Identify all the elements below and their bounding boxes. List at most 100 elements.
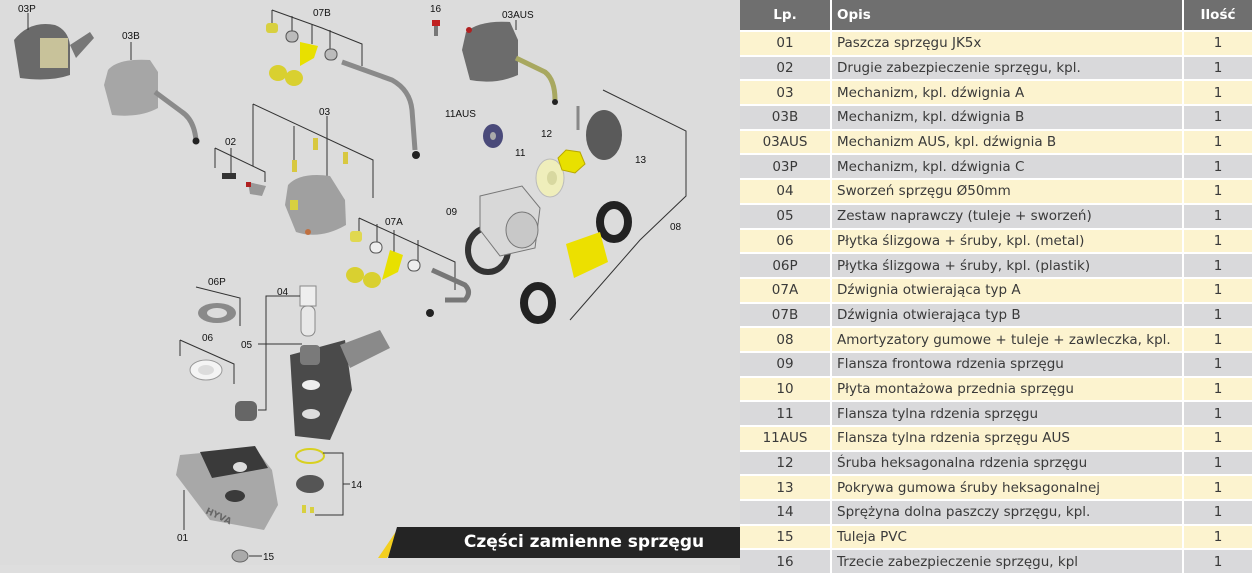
- part-15: [231, 549, 262, 563]
- cell-opis: Trzecie zabezpieczenie sprzęgu, kpl: [831, 548, 1184, 573]
- cell-opis: Flansza tylna rdzenia sprzęgu: [831, 400, 1184, 426]
- cell-opis: Zestaw naprawczy (tuleje + sworzeń): [831, 202, 1184, 229]
- cell-opis: Dźwignia otwierająca typ B: [831, 301, 1184, 328]
- cell-opis: Śruba heksagonalna rdzenia sprzęgu: [831, 449, 1184, 476]
- exploded-parts-diagram: HYVA 03P 03B 07B 16 03AUS 02 03 11AUS 12…: [14, 4, 740, 563]
- part-11: [535, 158, 565, 198]
- part-10: [479, 185, 541, 257]
- callout-03b: 03B: [122, 31, 140, 42]
- cell-lp: 07B: [740, 301, 832, 328]
- cell-ilosc: 1: [1183, 128, 1252, 155]
- banner-title: Części zamienne sprzęgu: [463, 532, 705, 552]
- callout-03: 03: [319, 107, 331, 118]
- callout-11: 11: [515, 148, 526, 159]
- cell-lp: 16: [740, 548, 832, 573]
- part-11aus: [483, 124, 503, 148]
- cell-ilosc: 1: [1183, 301, 1252, 328]
- part-06: [179, 339, 235, 384]
- cell-lp: 15: [740, 523, 832, 550]
- callout-06p: 06P: [208, 277, 226, 288]
- header-opis: Opis: [831, 0, 1184, 31]
- part-02: [214, 147, 266, 196]
- cell-opis: Amortyzatory gumowe + tuleje + zawleczka…: [831, 326, 1184, 352]
- callout-14: 14: [351, 480, 363, 491]
- part-06p: [195, 286, 241, 326]
- cell-lp: 03: [740, 79, 832, 106]
- callout-12: 12: [541, 129, 553, 140]
- callout-07b: 07B: [313, 8, 331, 19]
- cell-ilosc: 1: [1183, 54, 1252, 81]
- cell-opis: Paszcza sprzęgu JK5x: [831, 30, 1184, 56]
- callout-02: 02: [225, 137, 237, 148]
- cell-opis: Mechanizm AUS, kpl. dźwignia B: [831, 128, 1184, 155]
- cell-ilosc: 1: [1183, 449, 1252, 476]
- cell-opis: Pokrywa gumowa śruby heksagonalnej: [831, 474, 1184, 501]
- callout-05: 05: [241, 340, 253, 351]
- callout-15: 15: [263, 552, 275, 563]
- callout-03p: 03P: [18, 4, 36, 15]
- cell-lp: 09: [740, 350, 832, 377]
- cell-lp: 11AUS: [740, 425, 832, 451]
- callout-09: 09: [446, 207, 458, 218]
- cell-lp: 13: [740, 474, 832, 501]
- cell-opis: Płytka ślizgowa + śruby, kpl. (plastik): [831, 252, 1184, 278]
- cell-lp: 06: [740, 227, 832, 254]
- cell-ilosc: 1: [1183, 350, 1252, 377]
- cell-lp: 03AUS: [740, 128, 832, 155]
- title-banner: Części zamienne sprzęgu: [378, 527, 740, 558]
- callout-07a: 07A: [385, 217, 403, 228]
- cell-ilosc: 1: [1183, 400, 1252, 426]
- cell-opis: Flansza tylna rdzenia sprzęgu AUS: [831, 425, 1184, 451]
- cell-opis: Płytka ślizgowa + śruby, kpl. (metal): [831, 227, 1184, 254]
- part-03: [252, 103, 374, 235]
- cell-opis: Sworzeń sprzęgu Ø50mm: [831, 178, 1184, 204]
- part-01: HYVA: [176, 446, 278, 530]
- part-14: [295, 448, 350, 516]
- part-13: [576, 106, 622, 160]
- cell-ilosc: 1: [1183, 178, 1252, 204]
- cell-ilosc: 1: [1183, 425, 1252, 451]
- callout-04: 04: [277, 287, 289, 298]
- callout-08: 08: [670, 222, 682, 233]
- cell-ilosc: 1: [1183, 548, 1252, 573]
- cell-lp: 10: [740, 375, 832, 402]
- cell-ilosc: 1: [1183, 79, 1252, 106]
- part-03b: [104, 42, 200, 145]
- header-lp: Lp.: [740, 0, 832, 31]
- callout-16: 16: [430, 4, 442, 15]
- callout-03aus: 03AUS: [502, 10, 534, 21]
- cell-lp: 04: [740, 178, 832, 204]
- cell-ilosc: 1: [1183, 326, 1252, 352]
- cell-lp: 01: [740, 30, 832, 56]
- cell-opis: Drugie zabezpieczenie sprzęgu, kpl.: [831, 54, 1184, 81]
- cell-opis: Płyta montażowa przednia sprzęgu: [831, 375, 1184, 402]
- callout-11aus: 11AUS: [445, 109, 476, 120]
- cell-lp: 11: [740, 400, 832, 426]
- cell-opis: Dźwignia otwierająca typ A: [831, 276, 1184, 303]
- cell-opis: Mechanizm, kpl. dźwignia A: [831, 79, 1184, 106]
- cell-ilosc: 1: [1183, 153, 1252, 180]
- cell-lp: 06P: [740, 252, 832, 278]
- cell-ilosc: 1: [1183, 499, 1252, 525]
- coupling-body: [235, 330, 390, 440]
- cell-ilosc: 1: [1183, 202, 1252, 229]
- cell-ilosc: 1: [1183, 104, 1252, 130]
- header-ilosc: Ilość: [1183, 0, 1252, 31]
- part-08: [520, 89, 687, 324]
- cell-lp: 07A: [740, 276, 832, 303]
